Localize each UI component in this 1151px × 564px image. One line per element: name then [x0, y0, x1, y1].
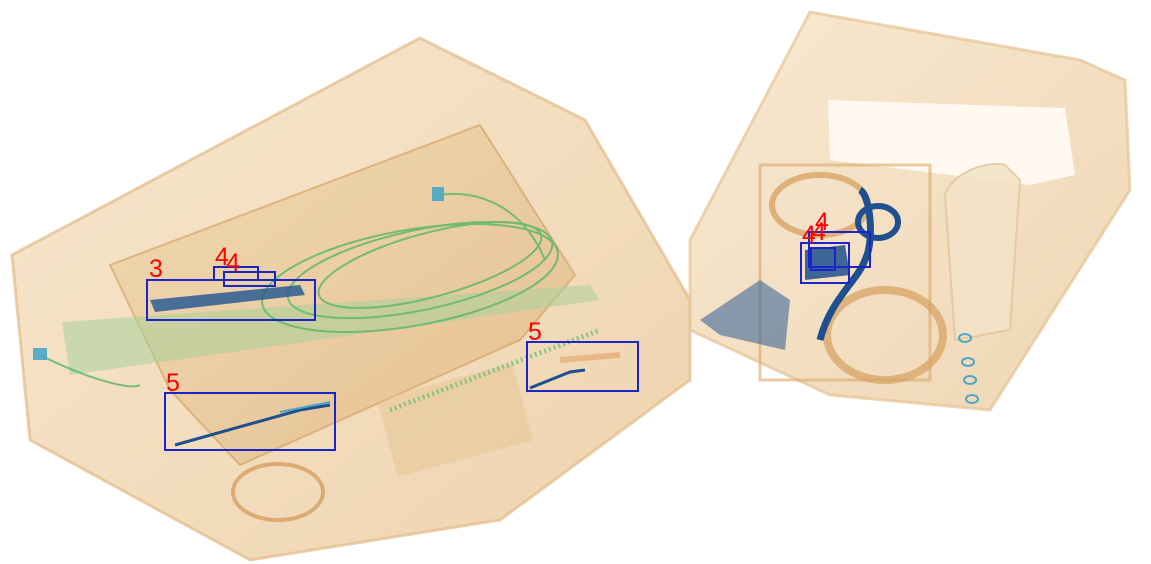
detection-label: 4	[215, 243, 229, 271]
detection-labels: 3 4 4 5 5 4 4 4	[149, 208, 829, 397]
detection-box	[213, 266, 259, 281]
detection-label: 4	[226, 249, 240, 277]
detection-label: 3	[149, 255, 163, 283]
right-bag	[688, 10, 1132, 412]
detection-box	[808, 231, 871, 268]
detection-label: 4	[812, 218, 826, 246]
detection-label: 4	[815, 208, 829, 236]
detection-box	[800, 242, 850, 284]
detection-label: 4	[802, 221, 816, 249]
left-bag	[10, 36, 692, 562]
detection-box	[223, 271, 276, 287]
detection-box	[526, 341, 639, 392]
detection-label: 5	[166, 369, 180, 397]
detection-box	[810, 247, 836, 271]
detection-box	[164, 392, 336, 451]
detection-label: 5	[528, 318, 542, 346]
detection-overlays	[146, 231, 871, 451]
